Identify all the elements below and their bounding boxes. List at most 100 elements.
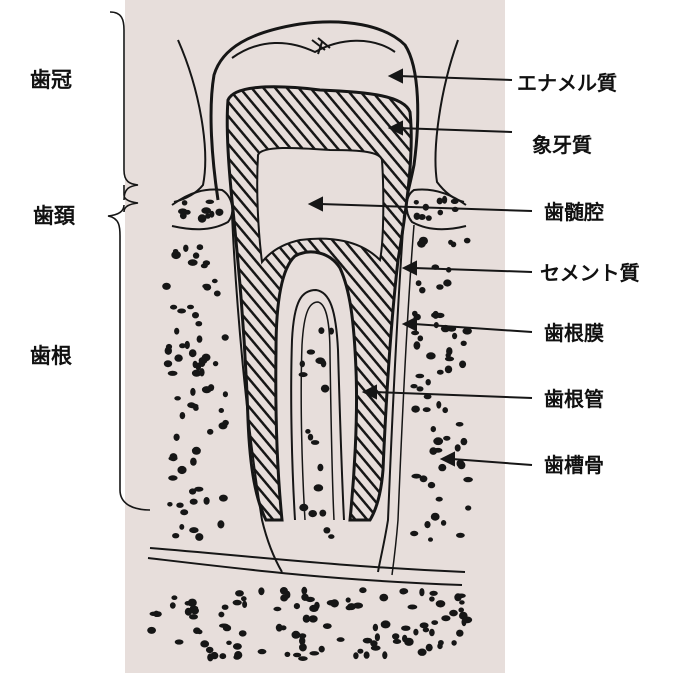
bone-dot (314, 484, 324, 491)
bone-dot (462, 618, 467, 626)
bone-dot (215, 209, 223, 216)
bone-dot (419, 287, 425, 293)
bone-dot (441, 520, 446, 526)
bone-dot (222, 420, 229, 426)
bone-dot (357, 649, 363, 654)
bone-dot (401, 626, 410, 631)
bone-dot (189, 614, 198, 619)
bone-dot (219, 408, 224, 413)
bone-dot (308, 434, 313, 441)
bone-dot (222, 605, 229, 610)
bone-dot (233, 600, 242, 606)
bone-dot (170, 602, 176, 608)
bone-dot (276, 624, 283, 632)
bone-dot (285, 652, 291, 657)
bone-dot (194, 487, 203, 492)
bone-dot (353, 652, 358, 659)
bone-dot (321, 385, 329, 393)
bone-dot (147, 627, 156, 634)
bone-dot (451, 199, 459, 204)
bone-dot (418, 335, 424, 341)
bone-dot (456, 533, 465, 538)
bone-dot (438, 210, 444, 216)
bone-dot (392, 633, 399, 639)
bone-dot (457, 461, 465, 468)
bone-dot (280, 587, 288, 595)
bone-dot (207, 429, 213, 435)
bone-dot (319, 510, 326, 517)
bone-dot (219, 495, 228, 502)
bone-dot (404, 638, 414, 646)
bone-dot (411, 331, 419, 336)
bone-dot (180, 412, 186, 419)
bone-dot (298, 656, 308, 661)
bone-dot (438, 640, 444, 645)
bone-dot (189, 349, 197, 357)
label-root: 歯根 (30, 344, 72, 368)
bone-dot (301, 594, 308, 601)
bone-dot (196, 363, 202, 371)
bone-dot (192, 312, 199, 318)
bone-dot (183, 245, 188, 252)
bone-dot (318, 327, 324, 334)
bone-dot (456, 630, 463, 637)
bone-dot (226, 641, 232, 645)
bone-dot (330, 599, 339, 607)
label-enamel: エナメル質 (517, 71, 617, 95)
bone-dot (449, 610, 458, 617)
bone-dot (241, 596, 247, 601)
bone-dot (293, 653, 301, 658)
bone-dot (436, 497, 443, 502)
bone-dot (329, 328, 334, 335)
bone-dot (299, 643, 307, 651)
bone-dot (461, 438, 468, 445)
bone-dot (431, 313, 437, 318)
bone-dot (214, 291, 221, 297)
bone-dot (353, 603, 363, 609)
bone-dot (451, 242, 457, 248)
bone-dot (210, 652, 218, 659)
bone-dot (174, 328, 179, 335)
bone-dot (235, 590, 244, 596)
bone-dot (463, 477, 473, 482)
bone-dot (419, 214, 426, 220)
bone-dot (319, 646, 325, 653)
bone-dot (172, 533, 179, 538)
label-alveolar-bone: 歯槽骨 (544, 453, 604, 477)
bone-dot (426, 215, 432, 221)
bone-dot (416, 280, 422, 286)
label-crown: 歯冠 (30, 68, 72, 92)
bone-dot (413, 629, 418, 636)
bone-dot (455, 444, 461, 451)
bone-dot (438, 464, 446, 471)
bone-dot (192, 370, 201, 377)
bone-dot (201, 207, 211, 214)
bone-dot (465, 505, 471, 510)
bone-dot (323, 527, 330, 533)
bone-dot (212, 279, 218, 283)
bone-dot (451, 640, 456, 646)
bone-dot (433, 437, 443, 445)
bone-dot (317, 464, 323, 472)
label-dentin: 象牙質 (532, 133, 592, 157)
bone-dot (437, 198, 443, 205)
bone-dot (423, 407, 431, 412)
bone-dot (179, 343, 186, 348)
bone-dot (426, 379, 431, 385)
bone-dot (381, 620, 391, 628)
bone-dot (208, 384, 214, 391)
bone-dot (445, 357, 454, 362)
bone-dot (174, 354, 182, 361)
bone-dot (171, 595, 177, 600)
bone-dot (190, 458, 197, 466)
bone-dot (187, 305, 194, 310)
bone-dot (436, 284, 443, 290)
bone-dot (188, 259, 198, 266)
bone-dot (454, 593, 461, 601)
label-periodontal-ligament: 歯根膜 (544, 321, 604, 345)
bone-dot (418, 649, 427, 656)
bone-dot (445, 366, 452, 374)
bone-dot (192, 447, 201, 455)
bone-dot (162, 283, 171, 290)
